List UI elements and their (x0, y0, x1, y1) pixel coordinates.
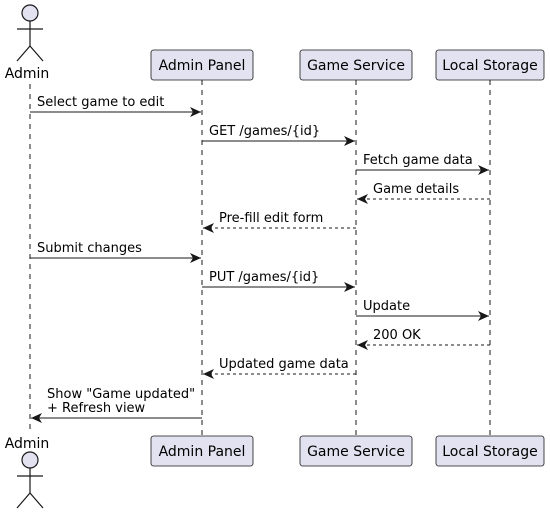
message-5: Pre-fill edit form (203, 211, 356, 233)
message-label: Submit changes (37, 241, 142, 256)
message-2: GET /games/{id} (202, 124, 355, 146)
participant-service-bottom: Game Service (299, 435, 413, 467)
message-label: + Refresh view (47, 401, 146, 416)
participant-storage-top: Local Storage (435, 49, 545, 81)
message-6: Submit changes (30, 241, 201, 263)
message-label: 200 OK (373, 328, 421, 343)
message-9: 200 OK (357, 328, 490, 350)
message-label: Update (363, 299, 410, 314)
actor-admin-top: Admin (5, 4, 50, 82)
message-label: GET /games/{id} (209, 124, 320, 139)
participant-box (150, 435, 254, 467)
participant-label: Local Storage (442, 444, 538, 460)
participant-box (299, 435, 413, 467)
actor-admin-bottom: Admin (5, 436, 50, 509)
message-label: Fetch game data (363, 153, 473, 168)
participant-panel-top: Admin Panel (150, 49, 254, 81)
message-8: Update (356, 299, 489, 321)
message-label: Show "Game updated" (47, 387, 195, 402)
message-1: Select game to edit (30, 95, 201, 117)
participant-label: Local Storage (442, 58, 538, 74)
actor-label: Admin (5, 66, 50, 82)
participant-label: Admin Panel (159, 444, 246, 460)
participant-storage-bottom: Local Storage (435, 435, 545, 467)
actor-figure-icon (16, 4, 44, 62)
participant-label: Admin Panel (159, 58, 246, 74)
message-4: Game details (357, 182, 490, 204)
participant-box (435, 49, 545, 81)
message-10: Updated game data (203, 357, 356, 379)
message-label: PUT /games/{id} (209, 270, 319, 285)
message-label: Pre-fill edit form (219, 211, 323, 226)
participant-box (435, 435, 545, 467)
actor-figure-icon (16, 451, 44, 509)
participant-label: Game Service (307, 444, 405, 460)
message-3: Fetch game data (356, 153, 489, 175)
participant-panel-bottom: Admin Panel (150, 435, 254, 467)
message-7: PUT /games/{id} (202, 270, 355, 292)
participant-box (150, 49, 254, 81)
message-11: Show "Game updated"+ Refresh view (31, 387, 202, 423)
message-label: Updated game data (219, 357, 349, 372)
actor-label: Admin (5, 436, 50, 452)
participant-label: Game Service (307, 58, 405, 74)
message-label: Game details (373, 182, 459, 197)
participant-box (299, 49, 413, 81)
message-label: Select game to edit (37, 95, 164, 110)
participant-service-top: Game Service (299, 49, 413, 81)
